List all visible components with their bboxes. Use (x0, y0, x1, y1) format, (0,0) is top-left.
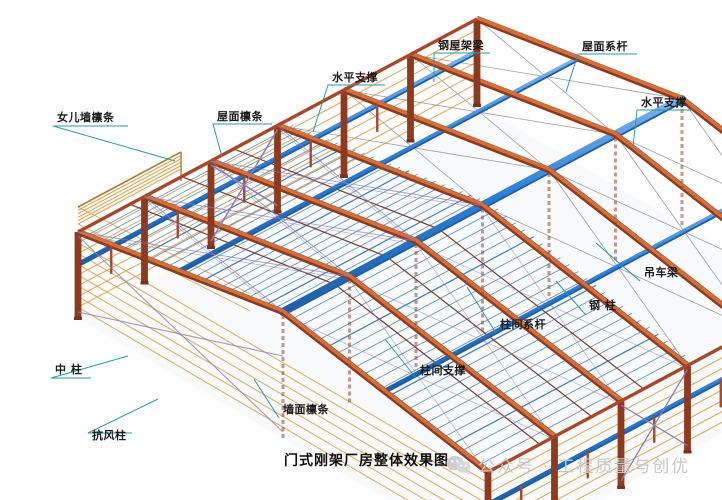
parapet-purlin (77, 154, 182, 211)
parapet-purlin (77, 161, 182, 218)
steel-roof-truss-beam (476, 16, 722, 132)
roof-purlin (354, 257, 561, 369)
leader-line-gang-zhu (555, 280, 586, 315)
label-shui-ping-zhi-cheng-2: 水平支撑 (641, 96, 687, 109)
label-gang-wu-jia-liang: 钢屋架梁 (438, 39, 484, 52)
roof-brace-diagonal (77, 231, 350, 277)
wall-purlin (77, 285, 446, 500)
parapet-purlin (77, 158, 182, 215)
label-kang-feng-zhu: 抗风柱 (92, 429, 127, 442)
column-brace-diagonal (210, 164, 278, 207)
portal-frames (74, 16, 722, 500)
roof-purlin (478, 354, 686, 466)
label-wu-mian-xi-gan: 屋面系杆 (582, 40, 628, 53)
roof-purlin (336, 243, 543, 355)
frame-geometry (74, 16, 722, 500)
leader-line-zhu-jian-xi-gan (466, 286, 497, 334)
label-gang-zhu: 钢 柱 (589, 299, 617, 312)
roof-purlin (434, 319, 641, 431)
roof-purlin (371, 271, 579, 382)
roof-purlin (425, 312, 632, 424)
label-shui-ping-zhi-cheng-1: 水平支撑 (332, 71, 378, 84)
column-base-plate (406, 139, 415, 143)
column-base-plate (340, 174, 348, 178)
leader-line-wu-mian-lin-tiao (212, 123, 272, 158)
column-base-plate (473, 103, 481, 107)
roof-brace-diagonal (482, 208, 622, 405)
wall-purlin (77, 263, 482, 500)
leader-lines (50, 52, 694, 434)
roof-brace-diagonal (615, 134, 722, 184)
leader-line-shui-ping-zhi-cheng-1 (312, 84, 385, 133)
leader-line-zhong-zhu (50, 355, 129, 379)
leader-line-wu-mian-xi-gan (565, 53, 637, 93)
parapet-top-rail (77, 151, 182, 208)
column-base-plate (683, 450, 692, 454)
leader-line-shui-ping-zhi-cheng-2 (632, 109, 694, 148)
label-zhu-jian-xi-gan: 柱间系杆 (500, 318, 546, 331)
roof-purlin (407, 298, 615, 410)
roof-purlin (461, 340, 668, 452)
column-brace-diagonal (620, 404, 688, 447)
label-qiang-mian-lin-tiao: 墙面檩条 (283, 403, 329, 416)
eave-beam (487, 345, 722, 474)
roof-purlin (300, 215, 508, 327)
parapet-purlin (77, 168, 182, 225)
leader-line-diao-che-liang (595, 242, 641, 282)
roof-purlin (291, 208, 499, 320)
column-base-plate (207, 245, 215, 249)
leader-line-zhu-jian-zhi-cheng (384, 338, 417, 379)
roof-purlin (443, 326, 650, 438)
roof-brace-diagonal (415, 243, 555, 440)
tie-rods (110, 53, 722, 500)
column-base-plate (140, 281, 149, 285)
figure-caption: 门式刚架厂房整体效果图 (284, 453, 449, 469)
roof-purlin (380, 278, 588, 389)
leader-line-qiang-mian-lin-tiao (253, 378, 280, 419)
roof-brace-diagonal (144, 196, 417, 242)
leader-line-nv-er-qiang-lin-tiao (52, 125, 176, 162)
roof-purlin (452, 333, 659, 445)
gable-brace (77, 235, 284, 433)
leader-line-gang-wu-jia-liang (433, 52, 490, 82)
roof-purlin (309, 222, 517, 334)
column-base-plate (74, 316, 82, 320)
roof-purlin (389, 284, 597, 397)
roof-purlin (318, 229, 526, 341)
roof-brace-diagonal (349, 279, 489, 476)
label-nv-er-qiang-lin-tiao: 女儿墙檩条 (57, 111, 115, 124)
roof-purlin (416, 305, 624, 417)
column-bracing (77, 125, 689, 482)
parapet-purlin (77, 165, 182, 222)
wechat-icon (446, 456, 471, 475)
label-zhu-jian-zhi-cheng: 柱间支撑 (420, 364, 466, 377)
roof-brace-diagonal (681, 98, 722, 157)
roof-purlin (327, 236, 535, 348)
roof-brace-diagonal (210, 160, 483, 206)
label-zhong-zhu: 中 柱 (55, 363, 83, 376)
leader-line-kang-feng-zhu (87, 398, 159, 434)
label-diao-che-liang: 吊车梁 (644, 266, 679, 279)
roof-purlin (345, 250, 552, 362)
column-base-plate (273, 210, 282, 214)
watermark-text: 公众号 · 工程质量与创优 (478, 457, 691, 477)
label-wu-mian-lin-tiao: 屋面檩条 (217, 110, 263, 123)
roof-purlin (469, 347, 677, 459)
column-base-plate (617, 485, 625, 489)
